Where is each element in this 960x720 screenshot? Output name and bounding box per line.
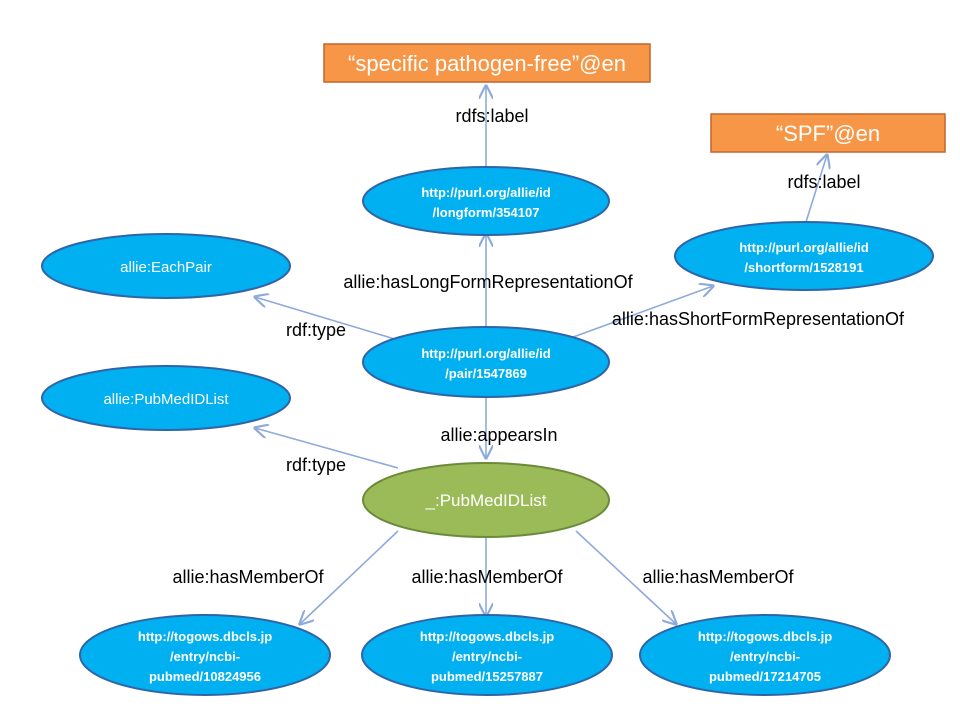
node-longform-line2: /longform/354107: [433, 205, 540, 220]
node-pubmedidlist-class: allie:PubMedIDList: [41, 365, 291, 431]
node-pubmedidlist-class-text: allie:PubMedIDList: [103, 391, 229, 408]
node-entry-3-line2: /entry/ncbi-: [730, 649, 800, 664]
node-entry-3-line3: pubmed/17214705: [709, 669, 821, 684]
node-entry-1-line3: pubmed/10824956: [149, 669, 261, 684]
edge-label-longform-label: rdfs:label: [455, 106, 528, 126]
edge-label-appears-in: allie:appearsIn: [440, 425, 557, 445]
edge-shortform-label: [805, 155, 827, 223]
node-pubmedidlist-blank-text: _:PubMedIDList: [425, 491, 547, 510]
node-pair: http://purl.org/allie/id /pair/1547869: [362, 326, 610, 398]
node-pubmedidlist-blank: _:PubMedIDList: [362, 462, 610, 538]
edge-label-short-representation: allie:hasShortFormRepresentationOf: [612, 309, 905, 329]
edge-label-member-3: allie:hasMemberOf: [642, 567, 794, 587]
node-eachpair: allie:EachPair: [41, 233, 291, 299]
edge-pair-type: [255, 297, 399, 341]
node-entry-2-line1: http://togows.dbcls.jp: [420, 629, 554, 644]
node-entry-3: http://togows.dbcls.jp /entry/ncbi- pubm…: [639, 614, 891, 696]
literal-node-longform: “specific pathogen-free”@en: [323, 43, 651, 83]
node-entry-3-line1: http://togows.dbcls.jp: [698, 629, 832, 644]
edge-member-3: [575, 530, 676, 624]
node-shortform-line2: /shortform/1528191: [744, 260, 863, 275]
node-shortform-line1: http://purl.org/allie/id: [739, 240, 868, 255]
edge-label-member-2: allie:hasMemberOf: [411, 567, 563, 587]
node-entry-2: http://togows.dbcls.jp /entry/ncbi- pubm…: [361, 614, 613, 696]
node-longform: http://purl.org/allie/id /longform/35410…: [362, 166, 610, 236]
node-pair-line1: http://purl.org/allie/id: [421, 346, 550, 361]
edge-member-1: [300, 530, 399, 624]
literal-node-shortform: “SPF”@en: [710, 113, 946, 153]
node-pair-line2: /pair/1547869: [445, 366, 527, 381]
node-longform-line1: http://purl.org/allie/id: [421, 185, 550, 200]
node-shortform: http://purl.org/allie/id /shortform/1528…: [674, 221, 934, 291]
literal-longform-text: “specific pathogen-free”@en: [348, 51, 626, 76]
node-entry-1-line1: http://togows.dbcls.jp: [138, 629, 272, 644]
edge-label-long-representation: allie:hasLongFormRepresentationOf: [343, 272, 633, 292]
edge-label-shortform-label: rdfs:label: [787, 172, 860, 192]
edge-label-member-1: allie:hasMemberOf: [172, 567, 324, 587]
literal-shortform-text: “SPF”@en: [776, 121, 880, 146]
node-entry-2-line2: /entry/ncbi-: [452, 649, 522, 664]
node-eachpair-text: allie:EachPair: [120, 259, 212, 276]
edge-short-representation: [564, 286, 713, 341]
edge-list-type: [255, 428, 399, 469]
node-entry-1-line2: /entry/ncbi-: [170, 649, 240, 664]
edge-label-list-type: rdf:type: [286, 455, 346, 475]
edge-label-pair-type: rdf:type: [286, 320, 346, 340]
node-entry-1: http://togows.dbcls.jp /entry/ncbi- pubm…: [79, 614, 331, 696]
node-entry-2-line3: pubmed/15257887: [431, 669, 543, 684]
